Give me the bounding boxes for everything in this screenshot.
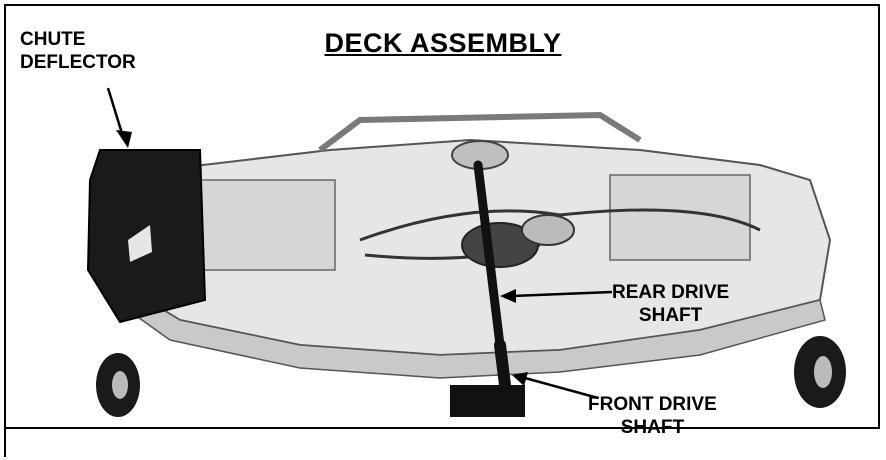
rear-drive-shaft-label: REAR DRIVE SHAFT <box>612 281 729 327</box>
callout-line: SHAFT <box>638 305 703 326</box>
rear-shaft-arrowhead <box>500 289 516 303</box>
callout-line: CHUTE <box>20 29 86 50</box>
left-caster-hub <box>112 371 128 399</box>
front-drive-shaft-label: FRONT DRIVE SHAFT <box>588 393 717 439</box>
rear-drive-shaft <box>473 160 505 350</box>
right-caster-hub <box>814 356 832 388</box>
left-side-plate <box>184 179 336 271</box>
chute-arrowhead <box>116 130 132 148</box>
callout-line: FRONT DRIVE <box>588 394 717 415</box>
drive-belt <box>359 208 761 242</box>
chute-warning-label <box>128 225 152 262</box>
callout-line: REAR DRIVE <box>612 282 730 303</box>
chute-deflector-label: CHUTE DEFLECTOR <box>20 28 136 74</box>
right-pulley <box>521 214 575 246</box>
rear-shaft-arrow <box>511 290 613 298</box>
front-hitch-bracket <box>450 385 525 417</box>
frame-edge <box>4 427 6 457</box>
front-drive-shaft <box>494 339 511 391</box>
rear-handle <box>318 111 642 153</box>
callout-line: DEFLECTOR <box>20 52 136 73</box>
callout-line: SHAFT <box>620 417 685 438</box>
center-pulley <box>461 222 539 268</box>
page-title: DECK ASSEMBLY <box>324 28 562 58</box>
front-shaft-arrowhead <box>512 372 528 386</box>
deck-front-skirt <box>127 288 826 379</box>
front-shaft-arrow <box>524 376 599 400</box>
